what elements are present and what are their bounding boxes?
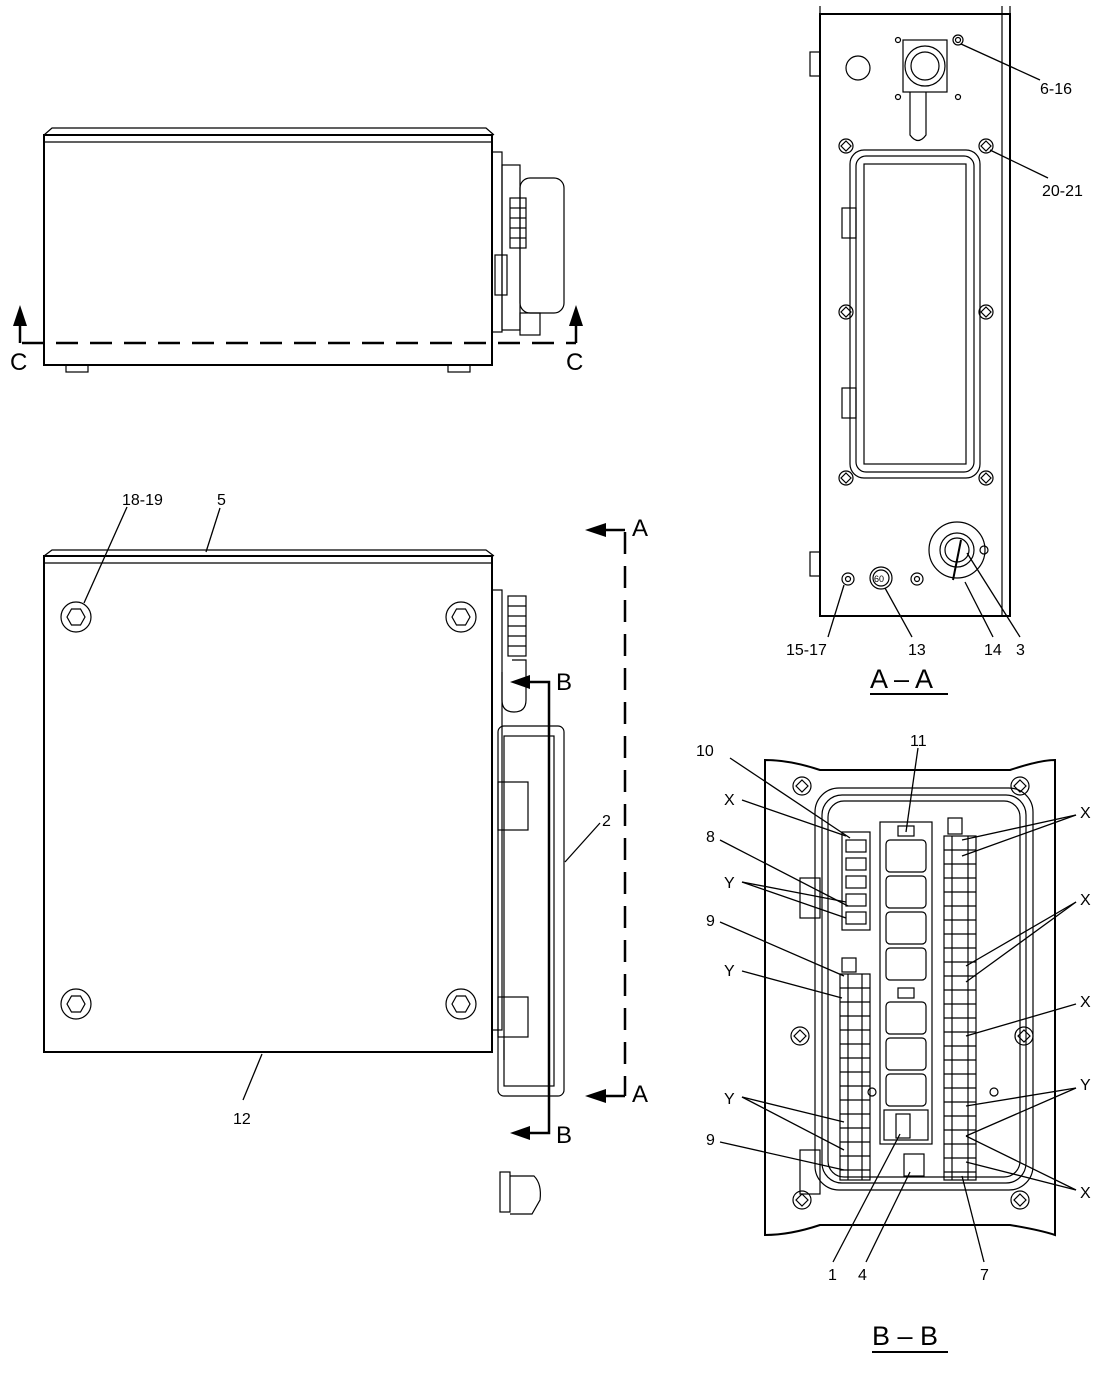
callout-11: 11 [910,733,927,750]
terminal-strip-right [944,836,976,1180]
arrow-left-icon [585,1089,606,1103]
view-title-b-b: B – B [872,1321,938,1351]
screw-icon [978,470,994,486]
screw-icon [792,1190,812,1210]
callout-x-left: X [724,792,735,809]
gauge-60-label: 60 [874,574,884,584]
section-marker-c-left: C [10,349,27,376]
callout-8: 8 [706,829,715,846]
callout-x-right-2: X [1080,892,1091,909]
callout-x-right-4: X [1080,1185,1091,1202]
callout-5: 5 [217,492,226,509]
screw-icon [1014,1026,1034,1046]
screw-icon [838,138,854,154]
screw-icon [978,138,994,154]
screw-icon [838,304,854,320]
callout-3: 3 [1016,642,1025,659]
callout-4: 4 [858,1267,867,1284]
callout-y-right: Y [1080,1077,1091,1094]
screw-icon [790,1026,810,1046]
screw-icon [792,776,812,796]
hex-bolt-icon [60,988,92,1020]
callout-12: 12 [233,1111,251,1128]
arrow-left-icon [510,1126,530,1140]
screw-icon [838,470,854,486]
arrow-up-icon [569,305,583,326]
section-marker-c-right: C [566,349,583,376]
arrow-up-icon [13,305,27,326]
section-marker-b-top: B [556,669,572,696]
top-view: C C [10,127,583,376]
screw-icon [978,304,994,320]
terminal-strip-left [840,974,870,1180]
view-b-b: 10 X 8 Y 9 Y Y 9 11 X X X Y X 1 [696,733,1091,1353]
callout-20-21: 20-21 [1042,183,1083,200]
screw-icon [1010,1190,1030,1210]
callout-y-mid-left: Y [724,963,735,980]
callout-2: 2 [602,813,611,830]
arrow-left-icon [585,523,606,537]
callout-14: 14 [984,642,1002,659]
callout-x-right-3: X [1080,994,1091,1011]
callout-13: 13 [908,642,926,659]
screw-icon [1010,776,1030,796]
hex-bolt-icon [445,988,477,1020]
callout-9-bottom: 9 [706,1132,715,1149]
view-title-a-a: A – A [870,664,933,694]
hex-bolt-icon [60,601,92,633]
callout-9-top: 9 [706,913,715,930]
callout-x-right-1: X [1080,805,1091,822]
hex-bolt-icon [445,601,477,633]
section-marker-a-top: A [632,515,648,542]
callout-6-16: 6-16 [1040,81,1072,98]
callout-10: 10 [696,743,714,760]
callout-1: 1 [828,1267,837,1284]
arrow-left-icon [510,675,530,689]
section-marker-b-bottom: B [556,1122,572,1149]
callout-15-17: 15-17 [786,642,827,659]
view-a-a: 60 6-16 20-21 15-17 13 14 3 A – A [786,6,1083,695]
callout-7: 7 [980,1267,989,1284]
side-view: B B A A 18-19 5 2 12 [43,492,648,1215]
callout-y-bottom-left: Y [724,1091,735,1108]
callout-y-top-left: Y [724,875,735,892]
callout-18-19: 18-19 [122,492,163,509]
section-marker-a-bottom: A [632,1081,648,1108]
